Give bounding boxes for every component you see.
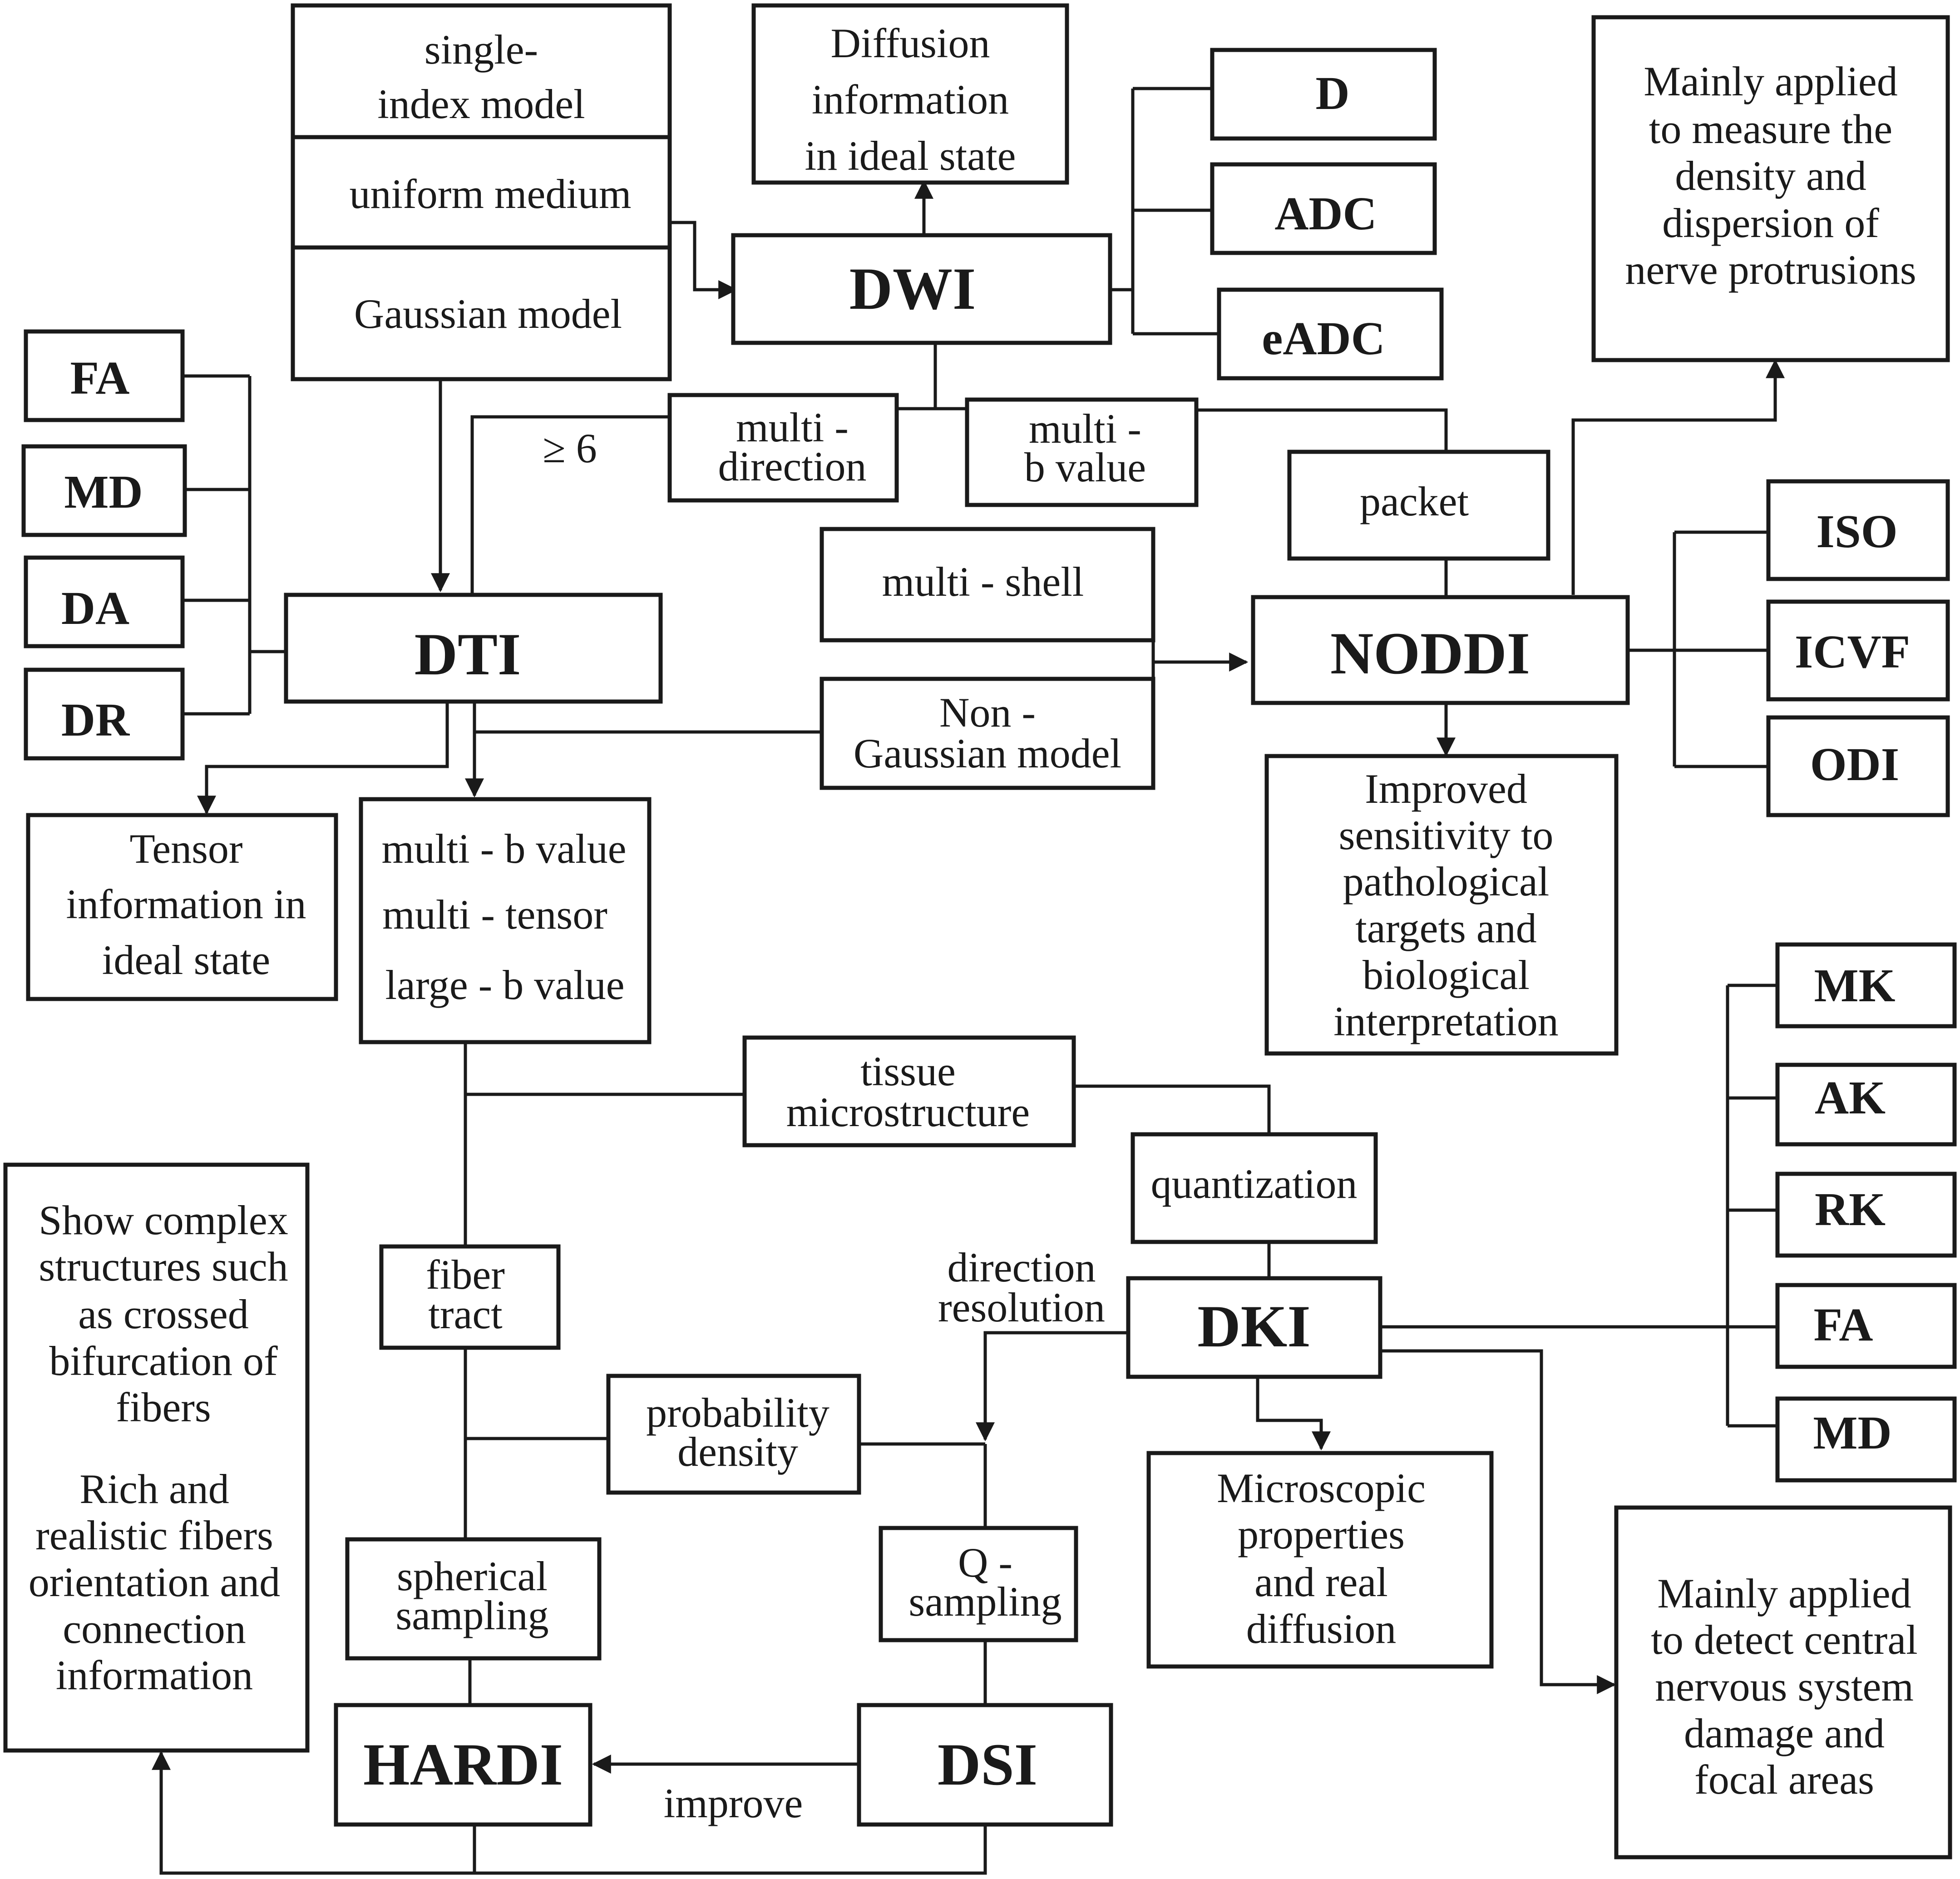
svg-text:DTI: DTI — [415, 621, 521, 687]
min-directions-label: ≥ 6 — [543, 425, 597, 471]
svg-text:DA: DA — [61, 582, 129, 634]
rk-box: RK — [1775, 1172, 1957, 1258]
d-box: D — [1210, 48, 1437, 141]
svg-text:D: D — [1315, 67, 1349, 119]
icvf-box: ICVF — [1766, 599, 1950, 702]
multi-shell-box: multi - shell — [820, 527, 1155, 643]
svg-text:FA: FA — [1814, 1299, 1873, 1351]
noddi-box: NODDI — [1251, 595, 1630, 705]
svg-text:eADC: eADC — [1262, 312, 1385, 365]
ak-box: AK — [1775, 1063, 1957, 1147]
svg-text:Non -Gaussian model: Non -Gaussian model — [854, 689, 1121, 776]
gaussian-model-label: Gaussian model — [354, 291, 622, 337]
svg-text:Q -sampling: Q -sampling — [908, 1539, 1061, 1625]
improve-label: improve — [664, 1780, 803, 1826]
svg-text:multi -b value: multi -b value — [1024, 405, 1146, 490]
svg-text:HARDI: HARDI — [363, 1731, 563, 1798]
svg-text:DSI: DSI — [938, 1731, 1037, 1798]
multi-direction-box: multi -direction — [667, 393, 899, 503]
svg-text:NODDI: NODDI — [1330, 620, 1530, 687]
dki-box: DKI — [1126, 1276, 1382, 1379]
svg-text:ICVF: ICVF — [1795, 626, 1910, 678]
uniform-medium-label: uniform medium — [350, 171, 632, 217]
connectors — [152, 87, 1785, 1875]
eadc-box: eADC — [1217, 287, 1444, 381]
svg-text:DWI: DWI — [849, 255, 976, 322]
packet-box: packet — [1287, 450, 1550, 561]
odi-box: ODI — [1766, 715, 1950, 817]
md-dki-box: MD — [1775, 1396, 1957, 1483]
svg-text:multi - shell: multi - shell — [882, 559, 1084, 605]
md-dti-box: MD — [21, 444, 187, 537]
iso-box: ISO — [1766, 479, 1950, 581]
assumptions-box: single-index model uniform medium Gaussi… — [291, 3, 672, 381]
fa-dki-box: FA — [1775, 1283, 1957, 1369]
single-index-model-label: single-index model — [377, 26, 585, 127]
q-sampling-box: Q -sampling — [879, 1526, 1078, 1642]
svg-text:FA: FA — [70, 352, 130, 404]
hardi-box: HARDI — [334, 1703, 592, 1827]
svg-text:AK: AK — [1815, 1072, 1886, 1124]
svg-text:ODI: ODI — [1810, 738, 1899, 791]
svg-text:ADC: ADC — [1274, 188, 1377, 240]
svg-text:MD: MD — [1813, 1407, 1891, 1459]
fa-dti-box: FA — [24, 329, 185, 422]
dwi-box: DWI — [731, 233, 1112, 345]
svg-text:DR: DR — [61, 694, 130, 746]
dr-box: DR — [24, 668, 185, 761]
adc-box: ADC — [1210, 162, 1437, 255]
dsi-box: DSI — [857, 1703, 1113, 1827]
svg-text:MD: MD — [64, 466, 143, 518]
non-gaussian-box: Non -Gaussian model — [820, 677, 1155, 790]
svg-text:packet: packet — [1360, 478, 1469, 524]
svg-text:DKI: DKI — [1197, 1293, 1310, 1360]
dti-box: DTI — [284, 593, 663, 704]
svg-text:ISO: ISO — [1816, 505, 1897, 558]
multi-b-value-box: multi -b value — [965, 397, 1199, 507]
svg-text:MK: MK — [1814, 959, 1895, 1012]
da-box: DA — [24, 555, 185, 648]
svg-text:quantization: quantization — [1151, 1161, 1358, 1207]
svg-text:RK: RK — [1815, 1183, 1886, 1236]
quantization-box: quantization — [1131, 1132, 1378, 1244]
svg-text:multi -direction: multi -direction — [718, 404, 867, 490]
mk-box: MK — [1775, 942, 1957, 1029]
